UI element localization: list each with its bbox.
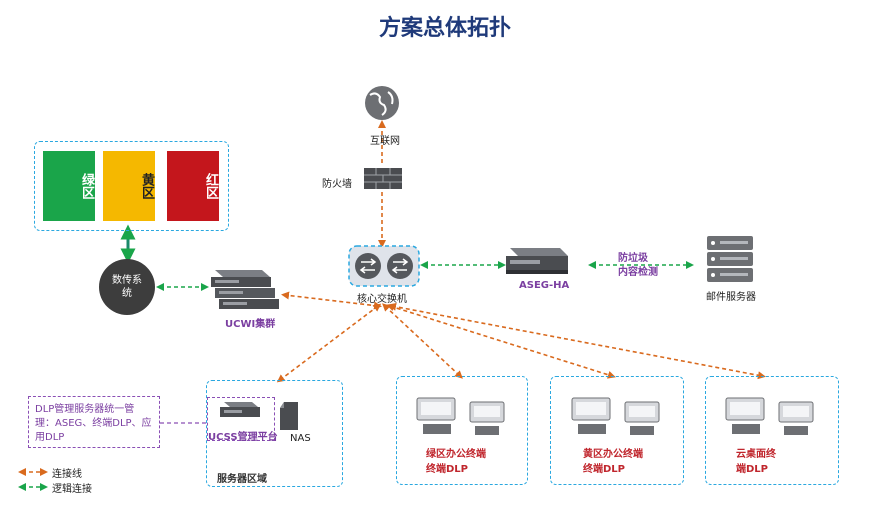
legend-logical-label: 逻辑连接 <box>52 484 92 495</box>
server-area-label: 服务器区域 <box>217 474 267 485</box>
terminal-group-cloud-icons <box>725 397 814 435</box>
data-transfer-label: 数传系统 <box>112 275 142 299</box>
anti-spam-label: 防垃圾 内容检测 <box>618 253 658 278</box>
ucss-label: UCSS管理平台 <box>208 432 278 443</box>
internet-label: 互联网 <box>370 136 400 147</box>
terminal-group-yellow <box>550 376 684 485</box>
zone-red-label: 红区 <box>203 173 218 199</box>
core-switch-label: 核心交换机 <box>357 294 407 305</box>
server-area-box <box>206 380 343 487</box>
terminal-group-yellow-icons <box>571 397 660 435</box>
firewall-label: 防火墙 <box>322 179 352 190</box>
terminal-group-green <box>396 376 528 485</box>
globe-icon <box>365 86 399 120</box>
switch-icon <box>348 245 420 287</box>
terminal-group-cloud <box>705 376 839 485</box>
nas-icon <box>280 402 298 430</box>
terminal-group-green-icons <box>416 397 505 435</box>
mail-server-icon <box>707 236 753 282</box>
mail-server-label: 邮件服务器 <box>706 292 756 303</box>
page-title: 方案总体拓扑 <box>378 16 511 41</box>
zone-yellow-label: 黄区 <box>139 173 154 199</box>
terminal-group-green-label: 绿区办公终端终端DLP <box>426 449 486 475</box>
dlp-management-note: DLP管理服务器统一管理：ASEG、终端DLP、应用DLP <box>28 396 160 448</box>
firewall-icon <box>364 168 402 189</box>
link-switch-server <box>276 303 382 383</box>
zone-yellow: 黄区 <box>103 151 155 221</box>
ucwi-cluster-icon <box>211 270 279 309</box>
aseg-ha-label: ASEG-HA <box>519 280 570 291</box>
ucss-appliance-icon <box>220 402 260 417</box>
zone-green-label: 绿区 <box>79 173 94 199</box>
zone-red: 红区 <box>167 151 219 221</box>
zone-green: 绿区 <box>43 151 95 221</box>
zones-box: 绿区 黄区 红区 <box>34 141 229 231</box>
nas-label: NAS <box>290 433 311 444</box>
ucss-platform-box <box>207 397 275 441</box>
legend-connection-label: 连接线 <box>52 469 82 480</box>
ucwi-label: UCWI集群 <box>225 319 276 330</box>
terminal-group-cloud-label: 云桌面终端DLP <box>736 449 776 475</box>
data-transfer-system: 数传系统 <box>99 259 155 315</box>
terminal-group-yellow-label: 黄区办公终端终端DLP <box>583 449 643 475</box>
aseg-appliance-icon <box>506 248 568 274</box>
